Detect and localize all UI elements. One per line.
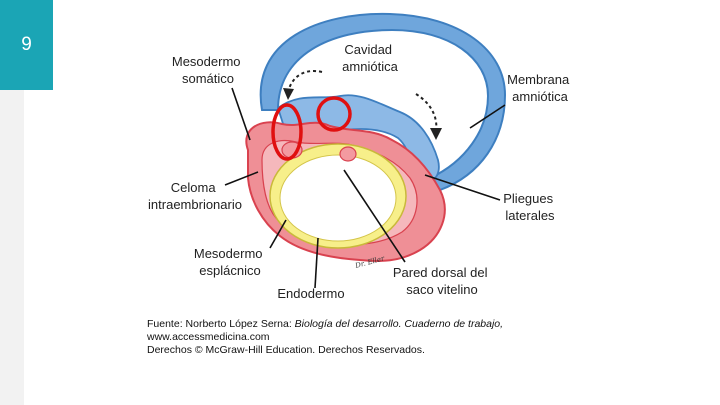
dotted-arrow-right-head xyxy=(430,128,442,140)
leader-pared xyxy=(343,169,406,263)
rights-line: Derechos © McGraw-Hill Education. Derech… xyxy=(147,344,425,356)
source-url: www.accessmedicina.com xyxy=(147,331,270,343)
label-mesodermo-somatico: Mesodermo somático xyxy=(172,54,244,86)
source-work: Biología del desarrollo. Cuaderno de tra… xyxy=(294,318,504,330)
highlight-circle xyxy=(316,96,352,132)
source-line: Fuente: Norberto López Serna: Biología d… xyxy=(147,318,567,331)
dotted-arrow-left-head xyxy=(283,88,294,100)
leader-celoma xyxy=(224,171,259,186)
leader-endodermo xyxy=(314,237,319,289)
source-prefix: Fuente: Norberto López Serna: xyxy=(147,318,295,330)
leader-mesodermo-somatico xyxy=(231,87,251,141)
label-pared-dorsal: Pared dorsal del saco vitelino xyxy=(393,265,491,297)
label-membrana-amniotica: Membrana amniótica xyxy=(507,72,573,104)
label-celoma-intraembrionario: Celoma intraembrionario xyxy=(148,180,242,212)
dotted-arrow-left xyxy=(287,70,323,93)
leader-pliegues xyxy=(424,174,501,201)
yolk-sac-cavity xyxy=(279,154,397,242)
label-cavidad-amniotica: Cavidad amniótica xyxy=(342,42,398,74)
label-pliegues-laterales: Pliegues laterales xyxy=(503,191,557,223)
coelom-right xyxy=(339,146,357,162)
leader-mesodermo-esplacnico xyxy=(269,219,287,249)
label-mesodermo-esplacnico: Mesodermo esplácnico xyxy=(194,246,266,278)
slide-number-badge: 9 xyxy=(0,0,53,90)
leader-membrana xyxy=(469,104,506,129)
label-endodermo: Endodermo xyxy=(277,286,344,301)
highlight-oval xyxy=(271,103,303,161)
source-credits: Fuente: Norberto López Serna: Biología d… xyxy=(147,318,567,357)
slide-number: 9 xyxy=(21,34,32,55)
